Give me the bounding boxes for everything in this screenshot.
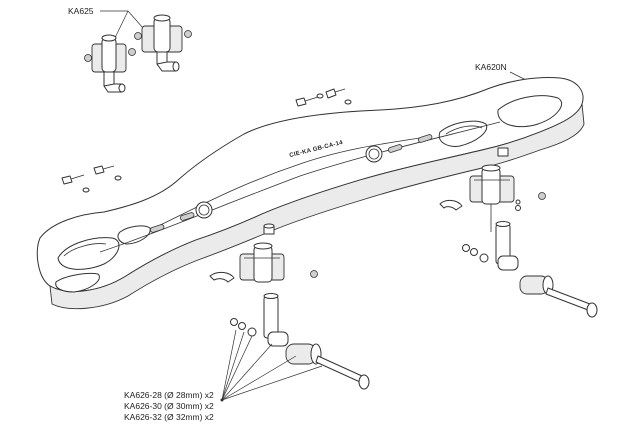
label-adapter-32: KA626-32 (Ø 32mm) x2 xyxy=(124,412,214,422)
crossbar-slot-2 xyxy=(179,212,195,221)
washer-left-1 xyxy=(230,318,238,326)
crossbar-left-cutout-rim xyxy=(63,243,107,257)
leader-adapter-2 xyxy=(221,331,245,401)
label-adapter-30: KA626-30 (Ø 30mm) x2 xyxy=(124,401,214,411)
adapter-callouts: KA626-28 (Ø 28mm) x2 KA626-30 (Ø 30mm) x… xyxy=(124,329,323,422)
washer-right-3 xyxy=(479,253,489,263)
bushing-right-1 xyxy=(497,255,519,271)
crossbar-hole-right-inner xyxy=(368,148,380,160)
crossbar-slot-1 xyxy=(149,224,165,233)
leader-adapter-3 xyxy=(221,335,253,401)
label-ka620n: KA620N xyxy=(475,62,507,72)
bushing-left-1 xyxy=(267,331,289,347)
bolt-right xyxy=(515,192,546,205)
clamp-assembly-right xyxy=(439,164,598,318)
bracket-set-ka625: KA625 xyxy=(68,6,192,93)
crossbar-left-slot xyxy=(117,225,151,245)
leader-adapter-1 xyxy=(221,329,237,401)
crossbar-ridge-upper xyxy=(149,137,421,231)
washer-right-1 xyxy=(462,244,470,252)
crossbar-front-face xyxy=(49,103,585,310)
crossbar-tab-top xyxy=(263,223,275,229)
leader-ka625-right xyxy=(100,10,144,29)
bolt-left-1 xyxy=(61,174,90,193)
leader-adapter-6 xyxy=(221,365,323,401)
clamp-assembly-left xyxy=(209,242,370,390)
ka625-clamp-left xyxy=(84,34,136,93)
leader-adapter-4 xyxy=(221,343,273,401)
bolt-left-2 xyxy=(93,165,122,181)
long-bolt-right xyxy=(545,287,591,311)
retaining-clip-left xyxy=(209,271,235,283)
label-ka625: KA625 xyxy=(68,6,94,16)
crossbar-left-cutout xyxy=(57,237,120,270)
crossbar-ka620n: KA620N CIE-KA GB-CA-14 xyxy=(36,62,585,310)
bolt-top-1 xyxy=(295,93,324,107)
leader-adapter-5 xyxy=(221,355,297,401)
washer-right-2 xyxy=(470,248,478,256)
crossbar-hole-right xyxy=(365,145,383,163)
ka625-clamp-right xyxy=(134,14,192,72)
crossbar-right-cutout xyxy=(497,95,563,128)
crossbar-hole-left xyxy=(195,201,213,219)
crossbar-slot-3 xyxy=(387,144,403,153)
bolt-top-2 xyxy=(325,88,352,105)
long-bolt-left xyxy=(315,355,363,383)
washer-left-3 xyxy=(247,327,257,337)
crossbar-tab-right xyxy=(497,147,509,157)
fasteners xyxy=(61,88,546,205)
washer-left-2 xyxy=(238,322,246,330)
crossbar-slot-4 xyxy=(417,134,433,143)
label-adapter-28: KA626-28 (Ø 28mm) x2 xyxy=(124,390,214,400)
crossbar-right-slot xyxy=(438,120,488,147)
crossbar-left-lower-cutout xyxy=(55,273,100,293)
retaining-clip-right xyxy=(439,199,463,211)
crossbar-hole-left-inner xyxy=(198,204,210,216)
